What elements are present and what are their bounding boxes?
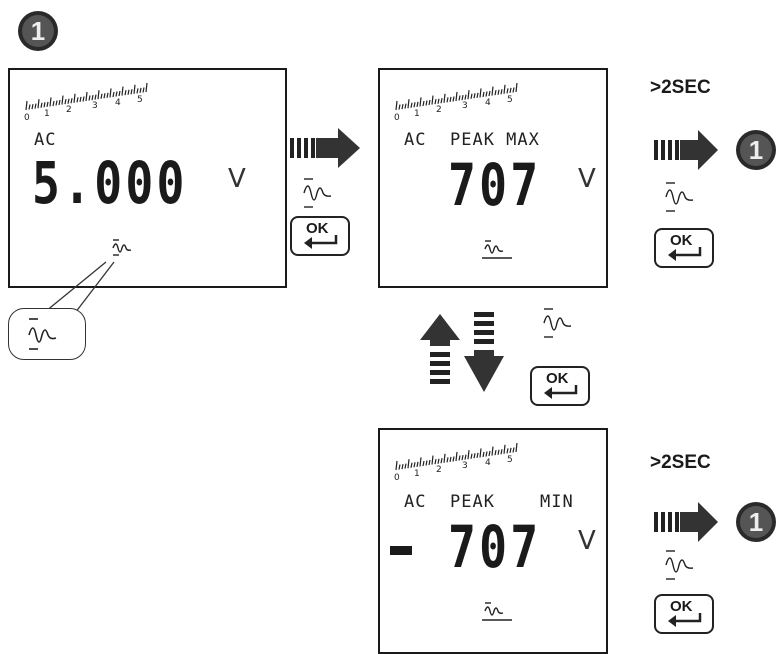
mode-label: AC [404,492,427,512]
ok-button[interactable]: OK [654,228,714,268]
ok-button[interactable]: OK [654,594,714,634]
hold-time-label: >2SEC [650,452,711,473]
svg-text:1: 1 [749,135,763,165]
numbered-badge-icon: 1 [736,130,776,170]
peak-button-callout [8,308,86,360]
svg-text:1: 1 [749,507,763,537]
ok-label: OK [670,232,693,249]
unit-label: V [578,164,596,194]
function-label: PEAK MAX [450,130,540,150]
transition-min-to-main: 1 OK [652,500,777,648]
svg-text:3: 3 [462,461,468,471]
ok-label: OK [546,370,569,387]
unit-label: V [228,164,246,194]
svg-text:0: 0 [394,473,400,483]
step-badge-label: 1 [31,16,45,46]
enter-arrow-icon [304,235,338,249]
analog-bargraph-scale: 0 1 2 3 4 5 [394,442,518,483]
svg-text:2: 2 [436,465,442,475]
main-reading: 5.000 [32,149,188,217]
step-badge: 1 [16,9,60,53]
function-min-label: MIN [540,492,574,512]
peak-function-icon [303,178,332,208]
enter-arrow-icon [544,385,578,399]
analog-bargraph-scale: 0 1 2 3 4 5 [24,82,148,123]
peak-function-icon [482,240,512,259]
svg-text:0: 0 [394,113,400,123]
analog-bargraph-scale: 0 1 2 3 4 5 [394,82,518,123]
peak-function-icon [665,182,694,212]
lcd-screen-peak-min: 0 1 2 3 4 5 AC PEAK MIN 707 V [378,428,608,654]
svg-text:4: 4 [485,458,491,468]
svg-text:4: 4 [485,98,491,108]
svg-text:3: 3 [92,101,98,111]
up-down-arrow-icon [420,312,504,392]
svg-text:2: 2 [66,105,72,115]
ok-label: OK [670,598,693,615]
forward-arrow-icon [290,128,360,168]
forward-arrow-icon [654,502,718,542]
ok-button[interactable]: OK [530,366,590,406]
svg-text:1: 1 [44,109,50,119]
numbered-badge-icon: 1 [736,502,776,542]
peak-function-icon [482,602,512,621]
unit-label: V [578,526,596,556]
svg-text:1: 1 [414,109,420,119]
negative-sign-segment [390,546,412,555]
mode-label: AC [34,130,57,150]
transition-main-to-max: OK [288,126,363,281]
hold-time-label: >2SEC [650,77,711,98]
peak-min-reading: 707 [448,513,542,581]
peak-max-reading: 707 [448,151,542,219]
peak-function-icon [28,318,57,350]
transition-max-min: OK [418,300,618,410]
peak-function-icon [665,550,694,580]
svg-text:5: 5 [507,95,513,105]
enter-arrow-icon [668,613,702,627]
enter-arrow-icon [668,247,702,261]
svg-text:2: 2 [436,105,442,115]
transition-max-to-main: 1 OK [652,128,777,278]
svg-text:0: 0 [24,113,30,123]
svg-text:4: 4 [115,98,121,108]
ok-button[interactable]: OK [290,216,350,256]
svg-text:3: 3 [462,101,468,111]
svg-text:5: 5 [507,455,513,465]
mode-label: AC [404,130,427,150]
numbered-badge-icon: 1 [18,11,58,51]
lcd-screen-peak-max: 0 1 2 3 4 5 AC PEAK MAX 707 V [378,68,608,288]
function-peak-label: PEAK [450,492,495,512]
svg-text:1: 1 [414,469,420,479]
svg-text:5: 5 [137,95,143,105]
peak-function-icon [543,308,572,338]
ok-label: OK [306,220,329,237]
forward-arrow-icon [654,130,718,170]
peak-function-icon [112,239,132,256]
lcd-screen-main: 0 1 2 3 4 5 AC 5.000 V [8,68,287,288]
